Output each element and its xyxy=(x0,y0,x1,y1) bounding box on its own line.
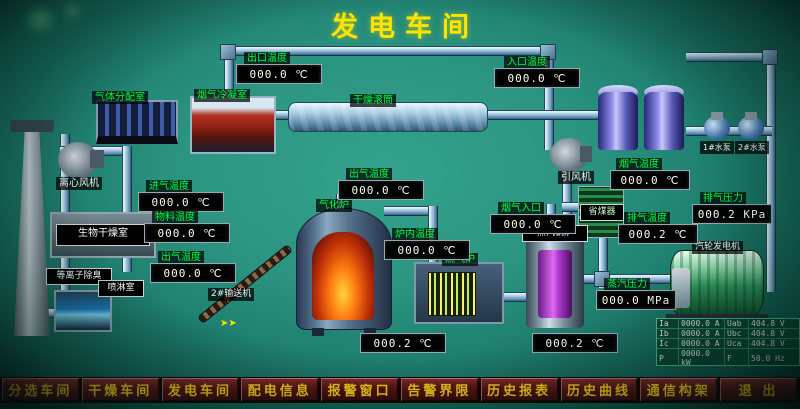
steam-pressure-readout: 000.0 MPa xyxy=(596,290,676,310)
outlet-temp-readout: 000.0 ℃ xyxy=(236,64,322,84)
pipe-right-edge xyxy=(766,52,776,292)
table-row: Ia 0000.0 A Uab 404.8 V xyxy=(657,319,799,329)
bottom-menu-bar: 分选车间 干燥车间 发电车间 配电信息 报警窗口 告警界限 历史报表 历史曲线 … xyxy=(0,377,800,403)
pipe-flange xyxy=(762,49,778,65)
menu-history-report[interactable]: 历史报表 xyxy=(480,378,559,402)
economizer-label: 省煤器 xyxy=(580,204,624,221)
cell: 404.8 V xyxy=(751,319,785,328)
chimney-cap xyxy=(10,120,54,132)
chimney xyxy=(14,128,50,336)
cell: F xyxy=(725,349,749,367)
cell: 404.8 V xyxy=(751,339,785,348)
menu-distribution-info[interactable]: 配电信息 xyxy=(241,378,320,402)
gasifier-flame xyxy=(312,232,374,320)
pipe-drum-tanks xyxy=(486,110,602,120)
inlet-temp-readout: 000.0 ℃ xyxy=(494,68,580,88)
cell: 0000.0 A xyxy=(679,329,725,338)
bio-drying-room-label: 生物干燥室 xyxy=(56,224,150,246)
exhaust-temp-readout: 000.2 ℃ xyxy=(618,224,698,244)
table-row: Ib 0000.0 A Ubc 404.8 V xyxy=(657,329,799,339)
material-temp-readout: 000.0 ℃ xyxy=(144,223,230,243)
cell: Uab xyxy=(725,319,749,328)
pump-1 xyxy=(704,112,730,140)
menu-alarm-window[interactable]: 报警窗口 xyxy=(321,378,399,402)
centrifugal-fan-label: 离心风机 xyxy=(56,177,102,190)
cell: 0000.0 kW xyxy=(679,349,725,367)
flue-condenser-label: 烟气冷凝室 xyxy=(194,89,250,102)
cell: 404.8 V xyxy=(751,329,785,338)
dryer-out-temp-readout: 000.0 ℃ xyxy=(150,263,236,283)
intake-temp-readout: 000.0 ℃ xyxy=(138,192,224,212)
cell: 0000.0 A xyxy=(679,319,725,328)
menu-sorting-workshop[interactable]: 分选车间 xyxy=(2,378,80,402)
gas-distribution-room xyxy=(96,100,178,144)
pump-1-label: 1#水泵 xyxy=(700,141,734,154)
pump-2-motor xyxy=(745,112,757,120)
menu-drying-workshop[interactable]: 干燥车间 xyxy=(81,378,160,402)
gas-distribution-label: 气体分配室 xyxy=(92,91,148,104)
gas-furnace-flame xyxy=(428,272,476,316)
menu-power-workshop[interactable]: 发电车间 xyxy=(161,378,240,402)
conveyor-label: 2#输送机 xyxy=(208,288,255,301)
menu-alarm-limits[interactable]: 告警界限 xyxy=(400,378,479,402)
conveyor xyxy=(197,244,293,324)
induced-fan-motor xyxy=(580,146,592,162)
furnace-out-readout: 000.2 ℃ xyxy=(360,333,446,353)
spray-room-label: 喷淋室 xyxy=(98,280,144,297)
boiler-out-readout: 000.2 ℃ xyxy=(532,333,618,353)
furnace-inner-temp-readout: 000.0 ℃ xyxy=(384,240,470,260)
screen-glare xyxy=(18,6,62,32)
eco-fluegas-temp-readout: 000.0 ℃ xyxy=(610,170,690,190)
gasifier-label: 气化炉 xyxy=(316,199,352,212)
screen-glare xyxy=(58,2,86,20)
page-title: 发电车间 xyxy=(331,12,479,43)
table-row: P 0000.0 kW F 50.0 Hz xyxy=(657,349,799,367)
pump-2-label: 2#水泵 xyxy=(735,141,769,154)
pump-2 xyxy=(738,112,764,140)
pipe-flange xyxy=(220,44,236,60)
tank2 xyxy=(644,92,684,150)
turbine-generator-label: 汽轮发电机 xyxy=(692,241,744,254)
cell: Ic xyxy=(657,339,679,348)
cell: Ib xyxy=(657,329,679,338)
generator-electrical-panel: Ia 0000.0 A Uab 404.8 V Ib 0000.0 A Ubc … xyxy=(656,318,800,367)
menu-comm-framework[interactable]: 通信构架 xyxy=(640,378,719,402)
pump-1-motor xyxy=(711,112,723,120)
cell: Ubc xyxy=(725,329,749,338)
drying-drum-label: 干燥滚筒 xyxy=(350,94,396,107)
menu-history-curve[interactable]: 历史曲线 xyxy=(560,378,639,402)
conveyor-direction-arrows-icon: ➤➤ xyxy=(220,318,237,329)
cell: 50.0 Hz xyxy=(751,353,785,363)
cell: P xyxy=(657,349,679,367)
gasifier-out-temp-readout: 000.0 ℃ xyxy=(338,180,424,200)
cell: 0000.0 A xyxy=(679,339,725,348)
centrifugal-fan-motor xyxy=(90,150,104,168)
fluegas-inlet-readout: 000.0 ℃ xyxy=(490,214,576,234)
induced-fan-label: 引风机 xyxy=(558,171,594,184)
gasifier-leg xyxy=(312,328,324,336)
table-row: Ic 0000.0 A Uca 404.8 V xyxy=(657,339,799,349)
cell: Uca xyxy=(725,339,749,348)
menu-exit[interactable]: 退 出 xyxy=(720,378,798,402)
exhaust-pressure-readout: 000.2 KPa xyxy=(692,204,772,224)
cell: Ia xyxy=(657,319,679,328)
flue-condenser xyxy=(190,96,276,154)
steam-boiler-window xyxy=(538,250,572,318)
tank1 xyxy=(598,92,638,150)
